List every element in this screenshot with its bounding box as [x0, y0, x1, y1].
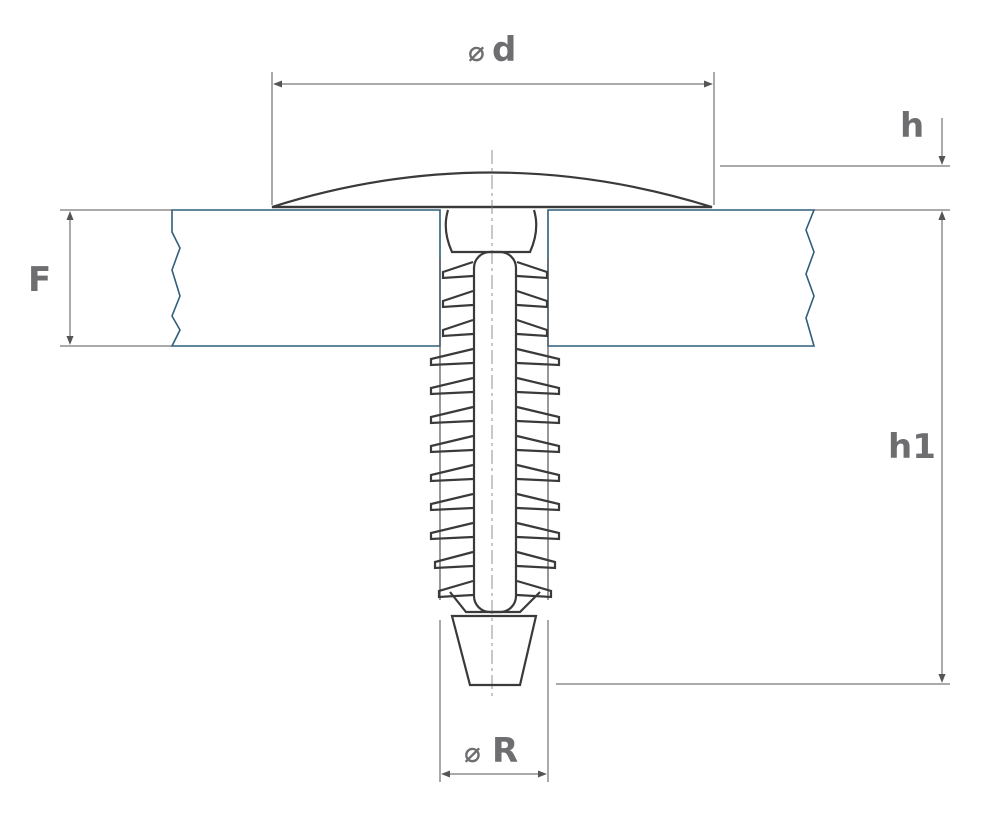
fin-right: [516, 405, 561, 425]
fin-right: [516, 347, 561, 367]
fin-left: [433, 550, 474, 570]
fin-right: [516, 521, 561, 541]
dimension-label-h1: h1: [888, 427, 936, 467]
fin-left: [437, 579, 474, 599]
fastener-fins: [429, 260, 561, 599]
diameter-symbol-r: ⌀: [464, 736, 481, 769]
fin-right: [516, 463, 561, 483]
fin-left: [429, 405, 474, 425]
fin-right: [516, 550, 557, 570]
dimension-label-h: h: [900, 106, 924, 146]
dimension-diameter-d: ⌀ d: [271, 30, 715, 205]
panel-right-block: [547, 209, 816, 347]
fin-right: [516, 434, 561, 454]
fastener-tip: [449, 591, 541, 687]
fin-right: [516, 318, 549, 338]
fin-left: [441, 318, 474, 338]
dimension-label-f: F: [28, 260, 51, 300]
fin-left: [441, 260, 474, 280]
fin-left: [429, 492, 474, 512]
panel-section: [170, 209, 816, 347]
fin-left: [429, 463, 474, 483]
fin-right: [516, 289, 549, 309]
diameter-symbol-d: ⌀: [468, 35, 485, 68]
dimension-label-d: d: [492, 30, 516, 70]
fin-right: [516, 492, 561, 512]
dimension-label-r: R: [492, 731, 518, 771]
fin-left: [429, 376, 474, 396]
dimension-h: h: [720, 106, 950, 258]
fin-left: [441, 289, 474, 309]
fin-right: [516, 260, 549, 280]
panel-left-block: [170, 209, 441, 347]
fin-left: [429, 434, 474, 454]
fin-left: [429, 521, 474, 541]
dimension-h1: h1: [556, 211, 950, 685]
fin-right: [516, 579, 553, 599]
dimension-diameter-r: ⌀ R: [439, 620, 549, 782]
dimension-f: F: [28, 209, 172, 347]
fin-right: [516, 376, 561, 396]
fin-left: [429, 347, 474, 367]
